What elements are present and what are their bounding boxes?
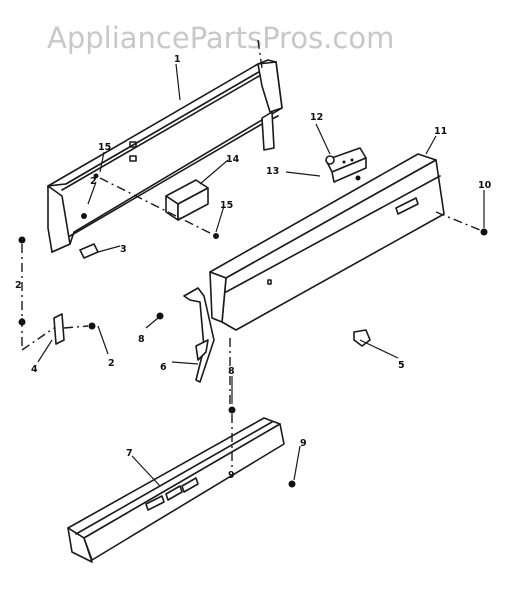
alignment-lines: [21, 39, 481, 470]
screw-15-left: [93, 173, 99, 179]
callout-2c: 2: [108, 358, 115, 369]
screw-13: [355, 175, 361, 181]
watermark-text: AppliancePartsPros.com: [47, 21, 394, 55]
callout-2b: 2: [15, 280, 22, 291]
callout-7: 7: [126, 448, 133, 459]
callout-8b: 8: [228, 366, 235, 377]
screw-8: [156, 312, 164, 320]
screw-15: [213, 233, 219, 239]
lower-trim-part-7: [67, 417, 285, 563]
screw-10: [480, 228, 488, 236]
screws: [18, 173, 488, 488]
screw-9-right: [288, 480, 296, 488]
callout-labels: 1 2 2 2 3 4 5 6 7 8 8 9 9 10 11 12 13 14…: [15, 54, 492, 481]
callout-12: 12: [310, 112, 323, 123]
side-trim-part-6: [183, 287, 215, 383]
callout-15b: 15: [98, 142, 111, 153]
callout-6: 6: [160, 362, 167, 373]
callout-9b: 9: [228, 470, 235, 481]
callout-15a: 15: [220, 200, 233, 211]
callout-1: 1: [174, 54, 181, 65]
callout-8a: 8: [138, 334, 145, 345]
clip-part-12: [325, 147, 367, 183]
screw-2-top: [18, 236, 26, 244]
callout-10: 10: [478, 180, 492, 191]
block-part-14: [165, 179, 209, 221]
callout-11: 11: [434, 126, 447, 137]
callout-2a: 2: [90, 176, 97, 187]
screw-2-right: [88, 322, 96, 330]
callout-3: 3: [120, 244, 127, 255]
screw-9-top: [228, 406, 236, 414]
control-panel-part-11: [209, 153, 445, 331]
bracket-part-4: [53, 313, 65, 345]
callout-9a: 9: [300, 438, 307, 449]
callout-14: 14: [226, 154, 240, 165]
callout-5: 5: [398, 360, 405, 371]
callout-4: 4: [31, 364, 38, 375]
callout-13: 13: [266, 166, 279, 177]
backguard-part: [47, 59, 283, 259]
leader-lines: [37, 63, 485, 487]
screw-2-upper: [81, 213, 87, 219]
